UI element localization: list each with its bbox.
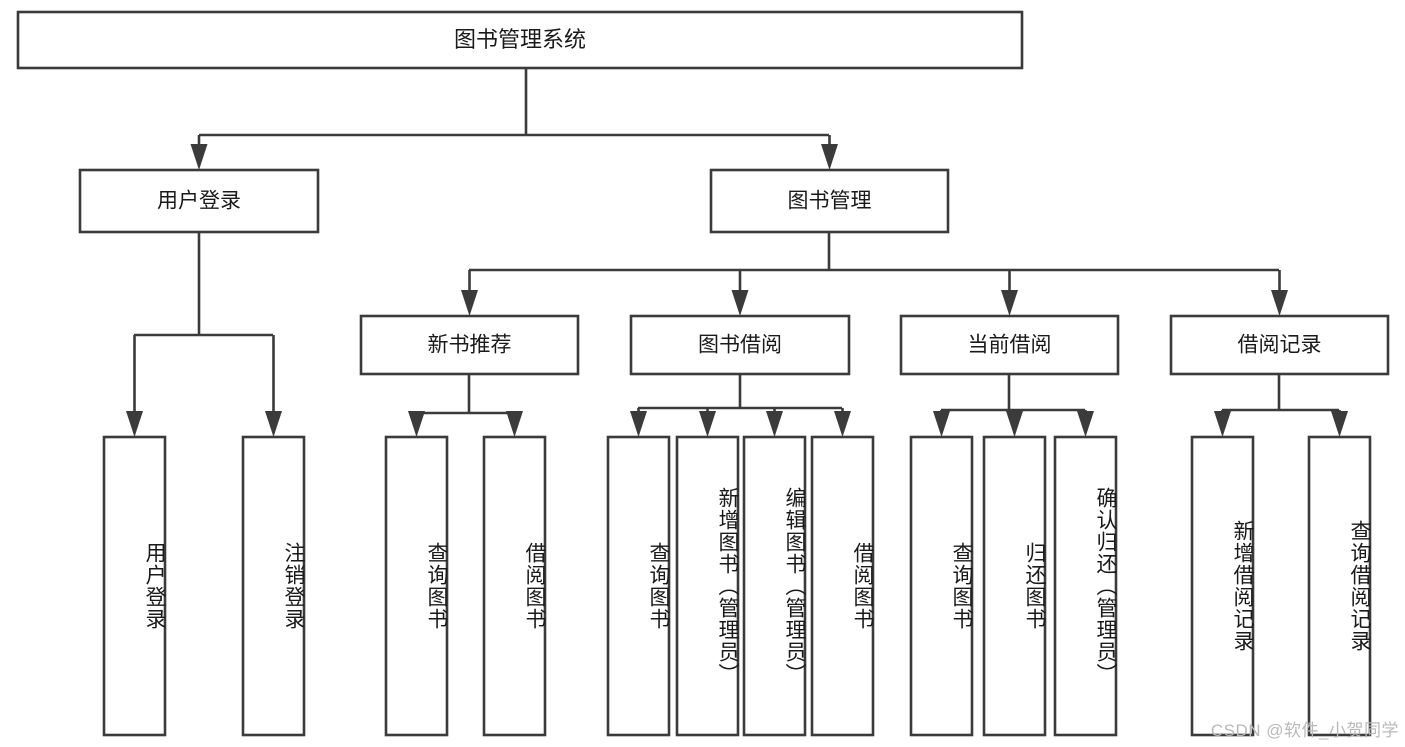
leaf-leaf-query-record[interactable] <box>1307 435 1372 737</box>
node-current-borrow[interactable] <box>899 314 1120 376</box>
leaf-leaf-query-book-1[interactable] <box>384 435 449 737</box>
node-new-book-recommend[interactable] <box>359 314 580 376</box>
node-boxes-layer <box>16 10 1390 737</box>
arrow-to-leaf-add-book-arrowhead <box>699 411 716 437</box>
arrow-to-leaf-confirm-return-arrowhead <box>1077 411 1094 437</box>
arrow-to-leaf-borrow-book-1-arrowhead <box>506 411 523 437</box>
arrow-to-leaf-borrow-book-2-arrowhead <box>834 411 851 437</box>
leaf-leaf-query-book-3[interactable] <box>909 435 974 737</box>
node-borrow-record[interactable] <box>1169 314 1390 376</box>
node-label-borrow-record: 借阅记录 <box>1238 334 1322 357</box>
node-label-current-borrow: 当前借阅 <box>968 334 1052 357</box>
leaf-leaf-add-book[interactable] <box>675 435 740 737</box>
leaf-leaf-user-login[interactable] <box>102 435 167 737</box>
arrow-to-leaf-query-book-2-arrowhead <box>630 411 647 437</box>
node-label-new-book-recommend: 新书推荐 <box>428 334 512 357</box>
leaf-leaf-query-book-2[interactable] <box>606 435 671 737</box>
leaf-leaf-borrow-book-1[interactable] <box>482 435 547 737</box>
arrow-to-leaf-edit-book-arrowhead <box>766 411 783 437</box>
node-user-login[interactable] <box>78 168 320 234</box>
connectors-layer <box>126 68 1348 437</box>
arrow-to-leaf-query-book-3-arrowhead <box>933 411 950 437</box>
node-label-book-borrow: 图书借阅 <box>698 334 782 357</box>
node-book-manage[interactable] <box>709 168 950 234</box>
arrow-to-book-manage-arrowhead <box>821 144 838 170</box>
arrow-to-leaf-add-record-arrowhead <box>1214 411 1231 437</box>
leaf-leaf-add-record[interactable] <box>1190 435 1255 737</box>
arrow-to-user-login-arrowhead <box>190 144 208 170</box>
arrow-to-new-book-recommend-arrowhead <box>461 290 478 316</box>
leaf-leaf-return-book[interactable] <box>982 435 1047 737</box>
leaf-leaf-borrow-book-2[interactable] <box>810 435 875 737</box>
leaf-leaf-edit-book[interactable] <box>742 435 807 737</box>
node-label-user-login: 用户登录 <box>157 190 241 213</box>
leaf-leaf-logout[interactable] <box>241 435 306 737</box>
leaf-leaf-confirm-return[interactable] <box>1053 435 1118 737</box>
node-book-borrow[interactable] <box>629 314 851 376</box>
node-label-book-manage: 图书管理 <box>788 190 872 213</box>
node-root[interactable] <box>16 10 1024 70</box>
arrow-to-current-borrow-arrowhead <box>1001 290 1018 316</box>
node-label-root: 图书管理系统 <box>454 27 586 52</box>
arrow-to-leaf-query-book-1-arrowhead <box>408 411 425 437</box>
arrow-to-leaf-query-record-arrowhead <box>1331 411 1348 437</box>
arrow-to-leaf-user-login-arrowhead <box>126 411 143 437</box>
arrow-to-book-borrow-arrowhead <box>731 290 749 316</box>
arrow-to-leaf-return-book-arrowhead <box>1006 411 1023 437</box>
csdn-watermark: CSDN @软件_小贺同学 <box>1210 721 1399 740</box>
arrow-to-borrow-record-arrowhead <box>1271 290 1288 316</box>
arrow-to-leaf-logout-arrowhead <box>265 411 282 437</box>
